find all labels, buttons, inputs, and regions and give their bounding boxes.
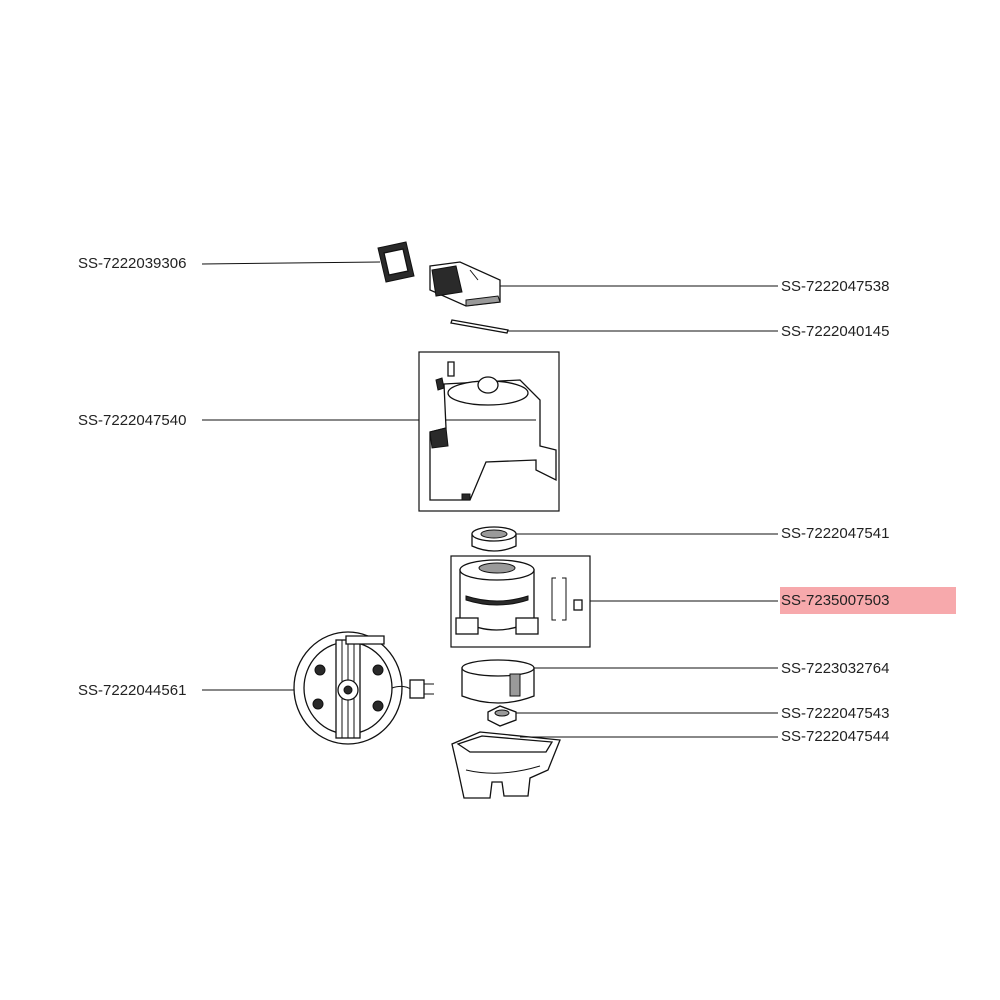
leader-line [201, 261, 381, 265]
part-label-ss-7222047541[interactable]: SS-7222047541 [781, 525, 890, 542]
part-label-ss-7222047538[interactable]: SS-7222047538 [781, 278, 890, 295]
square-seal-icon[interactable] [377, 241, 415, 283]
upper-housing-icon[interactable] [418, 351, 560, 512]
part-label-ss-7222047543[interactable]: SS-7222047543 [781, 705, 890, 722]
part-label-ss-7222039306[interactable]: SS-7222039306 [78, 255, 187, 272]
small-nut-icon[interactable] [487, 705, 517, 727]
base-tray-icon[interactable] [451, 731, 561, 799]
cord-reel-icon[interactable] [293, 631, 434, 745]
part-label-ss-7222047544[interactable]: SS-7222047544 [781, 728, 890, 745]
thin-rod-icon[interactable] [450, 319, 509, 334]
part-label-ss-7235007503[interactable]: SS-7235007503 [781, 592, 890, 609]
part-label-ss-7222047540[interactable]: SS-7222047540 [78, 412, 187, 429]
motor-unit-icon[interactable] [450, 555, 591, 648]
ring-gasket-icon[interactable] [471, 526, 517, 552]
part-label-ss-7222040145[interactable]: SS-7222040145 [781, 323, 890, 340]
part-label-ss-7223032764[interactable]: SS-7223032764 [781, 660, 890, 677]
selected-part-highlight [780, 587, 956, 614]
handle-cover-icon[interactable] [429, 261, 501, 307]
cylinder-sleeve-icon[interactable] [461, 659, 535, 704]
part-label-ss-7222044561[interactable]: SS-7222044561 [78, 682, 187, 699]
